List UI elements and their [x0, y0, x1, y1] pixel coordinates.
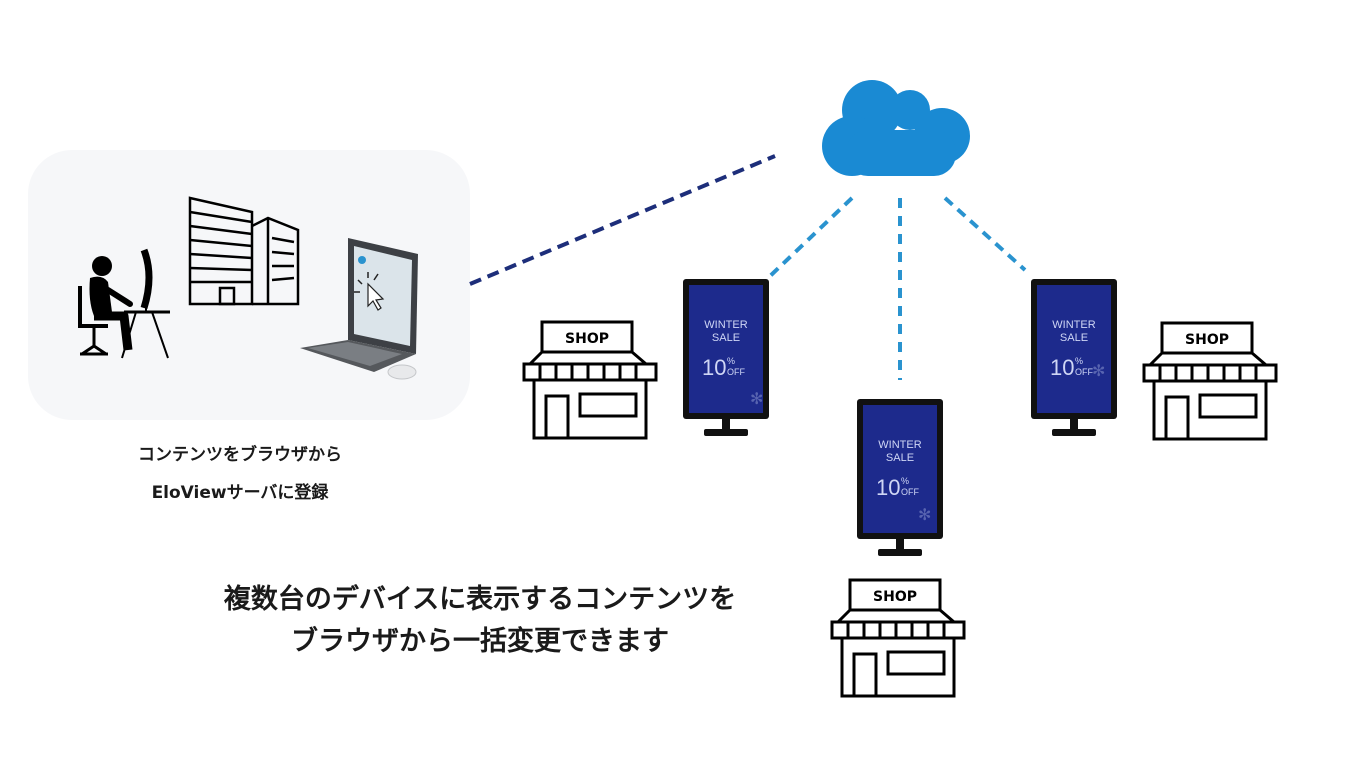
signage-display-left: WINTER SALE 10 % OFF ✻ — [683, 279, 769, 436]
device-link-right — [943, 196, 1027, 272]
signage-off: OFF — [901, 487, 919, 497]
shop-building-center: SHOP — [830, 578, 966, 698]
signage-percent-sign: % — [727, 356, 735, 366]
signage-line2: SALE — [886, 452, 914, 464]
signage-percent-sign: % — [1075, 356, 1083, 366]
signage-line1: WINTER — [704, 319, 747, 331]
signage-line1: WINTER — [1052, 319, 1095, 331]
shop-building-right: SHOP — [1142, 321, 1278, 441]
office-buildings-icon — [188, 196, 300, 306]
admin-link — [469, 154, 776, 286]
footer-caption-line2: ブラウザから一括変更できます — [291, 626, 669, 657]
signage-percent: 10 — [702, 355, 726, 380]
cloud-icon — [822, 80, 970, 176]
signage-line2: SALE — [1060, 332, 1088, 344]
signage-line1: WINTER — [878, 439, 921, 451]
signage-display-center: WINTER SALE 10 % OFF ✻ — [857, 399, 943, 556]
signage-line2: SALE — [712, 332, 740, 344]
snowflake-icon: ✻ — [1092, 363, 1105, 380]
snowflake-icon: ✻ — [918, 507, 931, 524]
signage-off: OFF — [727, 367, 745, 377]
admin-caption-line2: EloViewサーバに登録 — [151, 483, 329, 503]
signage-off: OFF — [1075, 367, 1093, 377]
shop-label: SHOP — [1185, 332, 1229, 348]
device-link-left — [766, 196, 854, 280]
shop-label: SHOP — [565, 331, 609, 347]
shop-building-left: SHOP — [522, 320, 658, 440]
shop-label: SHOP — [873, 589, 917, 605]
footer-caption-line1: 複数台のデバイスに表示するコンテンツを — [223, 584, 737, 615]
person-at-desk-icon — [78, 248, 170, 359]
signage-percent-sign: % — [901, 476, 909, 486]
signage-percent: 10 — [1050, 355, 1074, 380]
snowflake-icon: ✻ — [750, 391, 763, 408]
laptop-icon — [300, 238, 418, 380]
signage-percent: 10 — [876, 475, 900, 500]
signage-display-right: WINTER SALE 10 % OFF ✻ — [1031, 279, 1117, 436]
admin-caption-line1: コンテンツをブラウザから — [138, 445, 342, 465]
